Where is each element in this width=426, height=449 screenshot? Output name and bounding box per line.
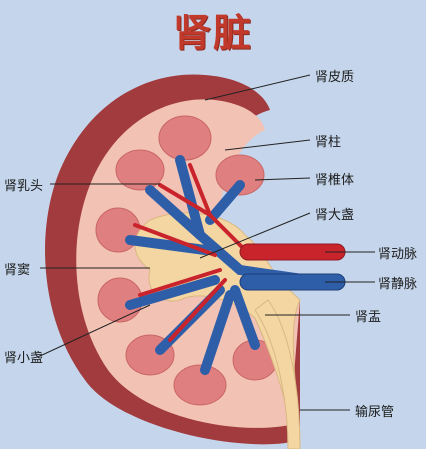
label-renal-column: 肾柱 xyxy=(315,135,342,150)
label-renal-vein: 肾静脉 xyxy=(378,277,418,292)
label-ureter: 输尿管 xyxy=(355,405,395,420)
label-renal-papilla: 肾乳头 xyxy=(4,179,44,194)
page-title: 肾脏 xyxy=(172,11,253,55)
leader-lines xyxy=(39,74,375,411)
label-major-calyx: 肾大盏 xyxy=(315,208,355,223)
pyramid xyxy=(158,115,212,161)
label-renal-cortex: 肾皮质 xyxy=(315,70,355,85)
label-renal-pelvis: 肾盂 xyxy=(355,310,382,325)
pyramid xyxy=(173,364,227,406)
artery-branches xyxy=(133,163,332,342)
ureter xyxy=(254,299,301,449)
pyramid xyxy=(215,154,265,196)
label-renal-pyramid: 肾椎体 xyxy=(315,173,355,188)
label-minor-calyx: 肾小盏 xyxy=(4,351,44,366)
label-renal-artery: 肾动脉 xyxy=(378,247,418,262)
pyramid xyxy=(115,149,165,191)
label-renal-sinus: 肾窦 xyxy=(4,263,31,278)
